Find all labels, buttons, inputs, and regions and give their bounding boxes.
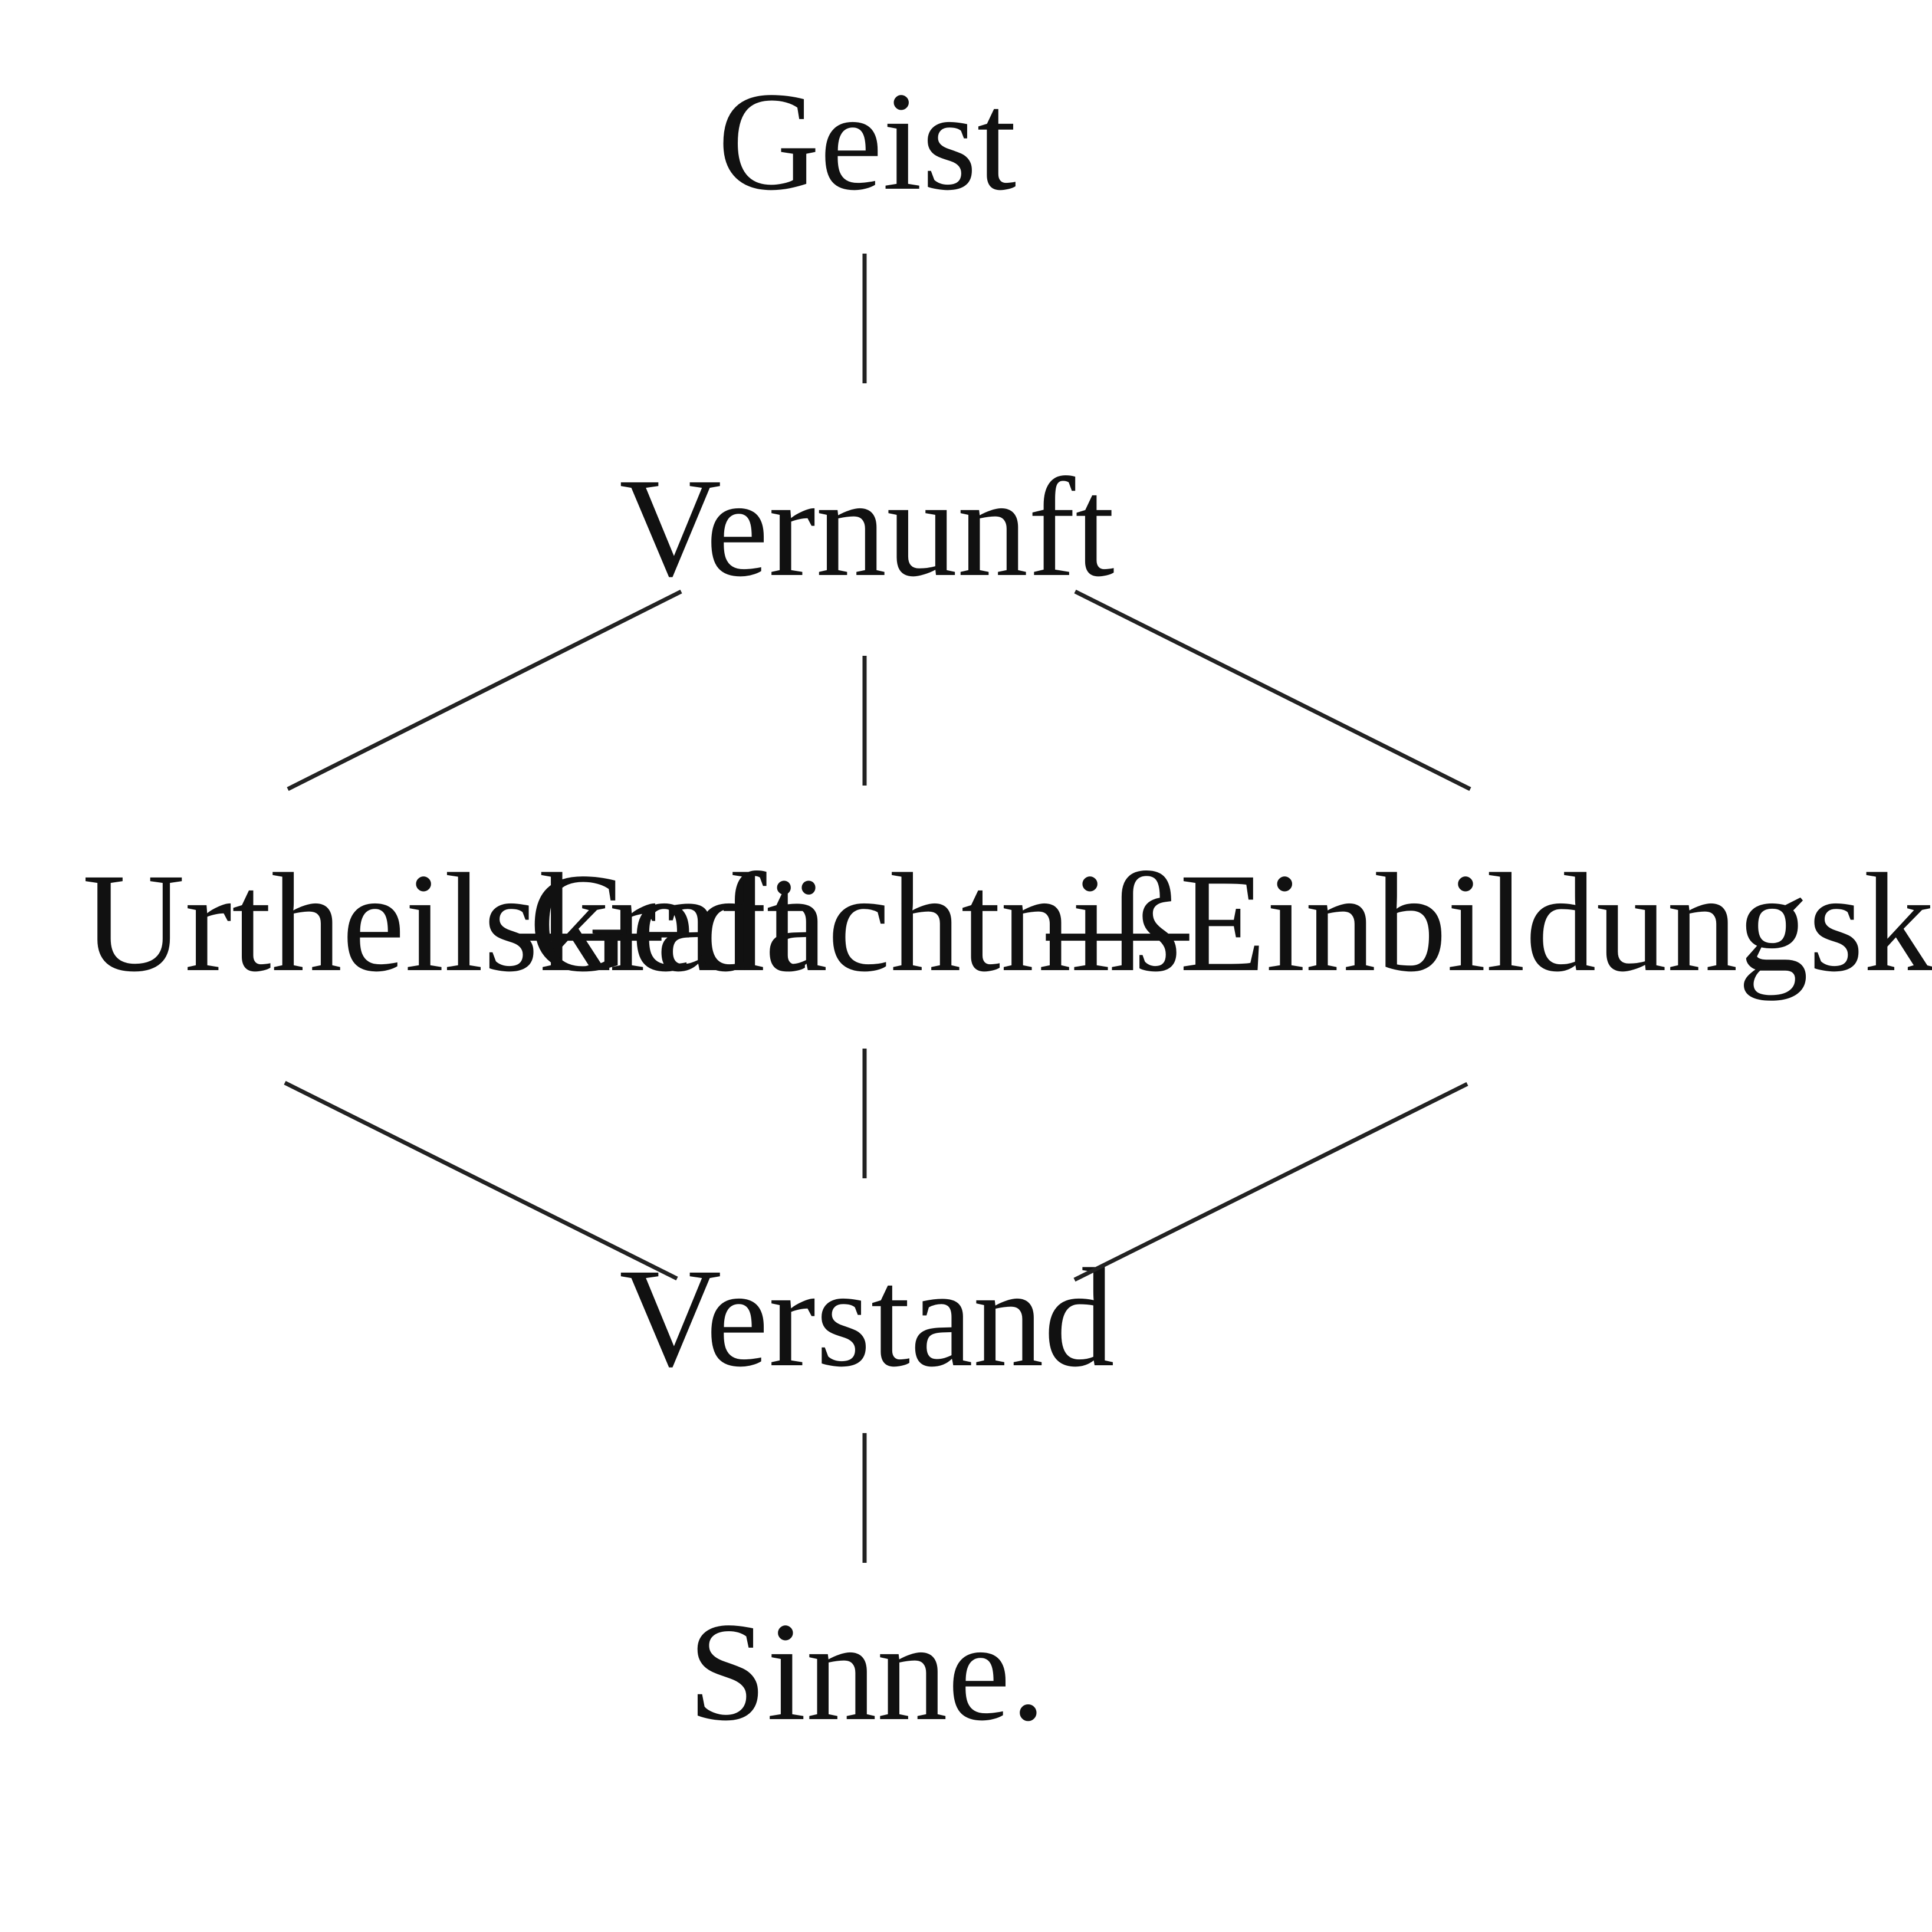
node-urteilskraft: Urtheilskraft — [83, 844, 806, 1001]
dash-right: — — [1046, 844, 1190, 1001]
dash-left: — — [518, 844, 662, 1001]
edge-vernunft-einbildungskraft — [1074, 589, 1471, 791]
node-vernunft: Vernunft — [619, 449, 1115, 606]
edge-urteilskraft-verstand — [284, 1080, 678, 1281]
edge-einbildungskraft-verstand — [1073, 1082, 1468, 1282]
node-gedaechtnis: Gedächtniß — [529, 844, 1181, 1001]
node-geist: Geist — [718, 63, 1017, 219]
node-sinne: Sinne. — [688, 1593, 1046, 1750]
edge-vernunft-urteilskraft — [287, 589, 682, 791]
node-verstand: Verstand — [619, 1239, 1115, 1396]
node-einbildungskraft: Einbildungskraft — [1179, 844, 1932, 1001]
